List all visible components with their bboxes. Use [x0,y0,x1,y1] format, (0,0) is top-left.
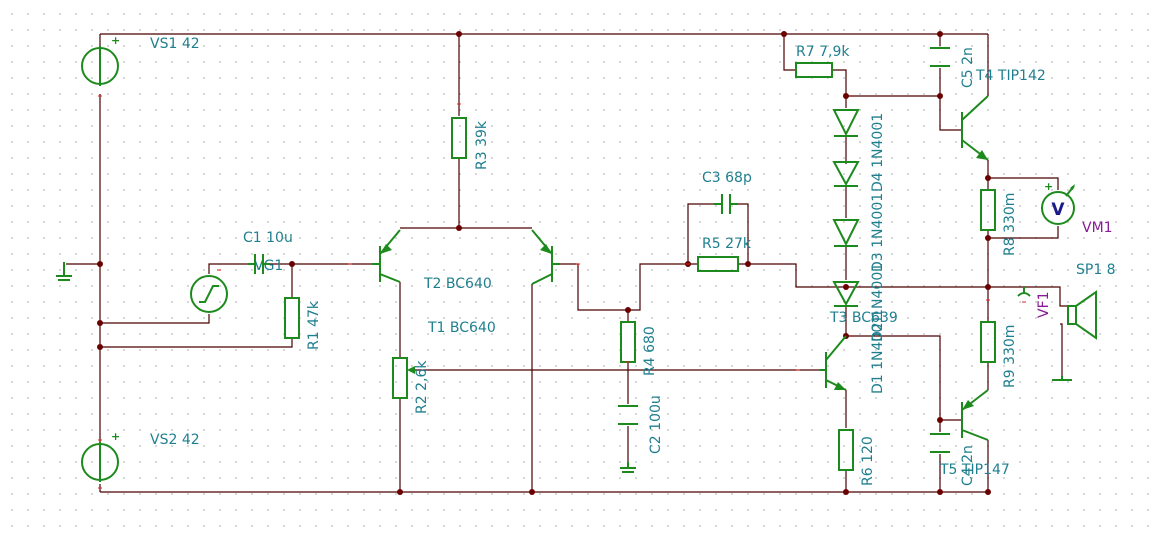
r6-resistor[interactable]: R6 120 [838,429,876,486]
wires [66,33,1068,493]
vs1-label: VS1 42 [150,36,200,52]
t5-label: T5 TIP147 [939,462,1010,478]
c3-label: C3 68p [702,170,752,186]
c1-label: C1 10u [243,230,293,246]
vs2-plus: + [111,430,120,443]
r3-resistor[interactable]: R3 39k [451,117,490,170]
c5-label: C5 2n [960,47,976,88]
c4-label: C4 2n [960,445,976,486]
t2-transistor[interactable]: T2 BC640 [423,229,560,292]
r4-label: R4 680 [642,326,658,376]
vf1-probe[interactable]: VF1 [1017,287,1052,318]
r7-label: R7 7,9k [796,44,850,60]
c2-capacitor[interactable]: C2 100u [618,395,664,473]
d1-diode[interactable] [832,281,860,307]
t1-label: T1 BC640 [427,320,496,336]
r9-label: R9 330m [1002,325,1018,388]
c4-capacitor[interactable]: C4 2n [930,433,976,486]
r7-resistor[interactable]: R7 7,9k [795,44,850,78]
t2-label: T2 BC640 [423,276,492,292]
d4-diode[interactable] [832,109,860,137]
vs2-voltage-source[interactable]: + VS2 42 [81,430,200,482]
r2-label: R2 2,6k [414,360,430,414]
pin-markers [98,95,1026,489]
r9-resistor[interactable]: R9 330m [980,321,1018,388]
vm1-voltmeter[interactable]: V + VM1 [1041,180,1113,236]
r8-label: R8 330m [1002,193,1018,256]
t3-transistor[interactable]: T3 BC639 [820,310,898,391]
r4-resistor[interactable]: R4 680 [620,321,658,376]
junction-dots [97,31,991,495]
d3-label: D3 1N4001 [870,193,886,272]
d2-label: D2 1N4001 [870,263,886,342]
vs2-label: VS2 42 [150,432,200,448]
vm1-plus: + [1044,180,1053,193]
t4-label: T4 TIP142 [975,68,1046,84]
voltmeter-glyph: V [1051,200,1065,220]
r6-label: R6 120 [860,436,876,486]
vm1-label: VM1 [1082,220,1113,236]
c2-label: C2 100u [648,395,664,454]
sp1-label: SP1 8 [1076,262,1116,278]
d3-diode[interactable] [832,161,860,187]
vg1-label: VG1 [254,258,283,274]
d1-label: D1 1N4001 [870,315,886,394]
r5-resistor[interactable]: R5 27k [697,236,752,272]
d2-diode[interactable] [832,219,860,247]
r1-resistor[interactable]: R1 47k [284,297,322,350]
vf1-label: VF1 [1036,291,1052,318]
sp1-speaker[interactable]: SP1 8 [1052,262,1116,381]
vs1-voltage-source[interactable]: + VS1 42 [81,34,200,86]
r5-label: R5 27k [702,236,752,252]
t3-label: T3 BC639 [829,310,898,326]
ground-symbol [56,262,72,281]
c1-capacitor[interactable]: C1 10u [243,230,293,274]
t5-transistor[interactable]: T5 TIP147 [939,389,1010,478]
t1-transistor[interactable]: T1 BC640 [372,229,496,336]
r3-label: R3 39k [474,120,490,170]
t4-transistor[interactable]: T4 TIP142 [961,68,1046,161]
r2-potentiometer[interactable]: R2 2,6k [392,357,430,414]
vg1-signal-generator[interactable]: VG1 [190,258,283,313]
r8-resistor[interactable]: R8 330m [980,189,1018,256]
c3-capacitor[interactable]: C3 68p [702,170,752,214]
d4-label: D4 1N4001 [870,113,886,192]
c5-capacitor[interactable]: C5 2n [930,47,976,88]
vs1-plus: + [111,34,120,47]
r1-label: R1 47k [306,300,322,350]
